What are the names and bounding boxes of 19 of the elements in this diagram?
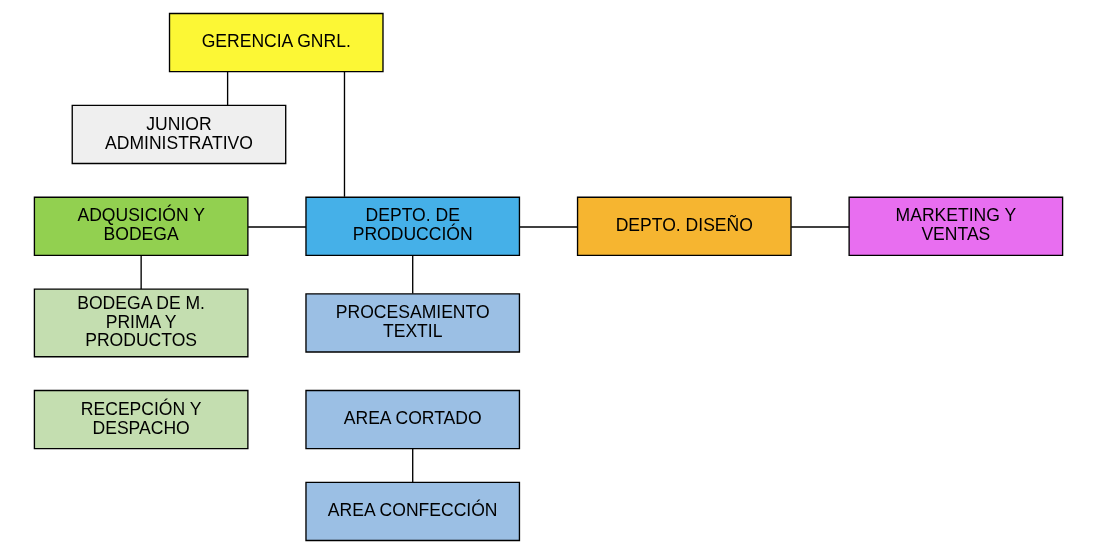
node-box: PROCESAMIENTO TEXTIL <box>304 293 520 353</box>
node-box: JUNIOR ADMINISTRATIVO <box>71 104 286 165</box>
connector <box>411 447 413 483</box>
node-box: AREA CORTADO <box>304 389 520 450</box>
connector <box>518 226 578 228</box>
node-box: DEPTO. DE PRODUCCIÓN <box>304 196 520 257</box>
node-box: RECEPCIÓN Y DESPACHO <box>33 389 249 450</box>
node-box: BODEGA DE M. PRIMA Y PRODUCTOS <box>33 288 249 358</box>
node-box: DEPTO. DISEÑO <box>576 196 792 257</box>
connector <box>790 226 850 228</box>
node-box: AREA CONFECCIÓN <box>304 481 520 542</box>
node-box: MARKETING Y VENTAS <box>847 196 1063 257</box>
connector <box>343 71 345 198</box>
connector <box>246 226 307 228</box>
node-box: GERENCIA GNRL. <box>168 12 384 73</box>
node-box: ADQUSICIÓN Y BODEGA <box>33 196 249 257</box>
connector <box>411 255 413 295</box>
connector <box>226 71 228 106</box>
connector <box>139 255 142 290</box>
